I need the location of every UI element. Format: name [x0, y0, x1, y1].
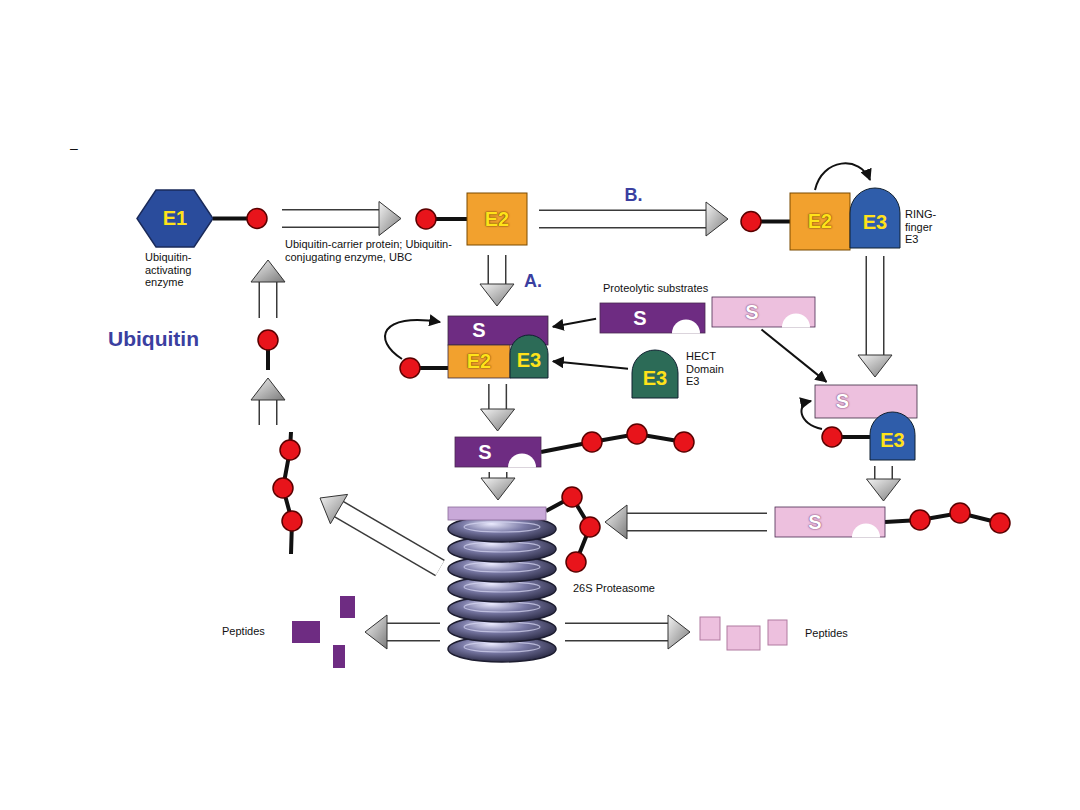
flow-arrow: [481, 472, 515, 500]
transfer-loop: [815, 163, 870, 190]
enzyme-caption: HECT Domain E3: [686, 350, 734, 388]
enzyme-name: E2: [485, 208, 509, 231]
enzyme-box: E2: [740, 193, 850, 250]
enzyme-hexagon-outline: [137, 190, 268, 247]
pathway-letter: B.: [625, 185, 643, 206]
group-caption: Proteolytic substrates: [603, 282, 708, 295]
flow-arrow: [539, 202, 728, 236]
substrate-name: S: [633, 307, 646, 330]
enzyme-name: E2: [467, 350, 491, 373]
enzyme-caption: RING-finger E3: [905, 208, 949, 246]
transfer-loop: [385, 320, 440, 359]
stray-mark: –: [70, 140, 78, 156]
ubiquitin-chain: [273, 432, 302, 554]
flow-arrow: [251, 378, 285, 425]
enzyme-hexagon: E1: [137, 190, 268, 247]
enzyme-name: E3: [643, 367, 667, 390]
flow-arrow: [251, 260, 285, 318]
flow-arrow: [481, 384, 515, 431]
substrate-box-outline: [815, 385, 917, 418]
substrate-box: S: [600, 303, 705, 333]
ubiquitin-molecule: [258, 330, 278, 370]
substrate-box-outline: [712, 297, 815, 327]
product-caption: Peptides: [805, 627, 848, 640]
binding-arrow: [553, 319, 596, 327]
flow-arrow: [858, 256, 892, 377]
enzyme-name: E1: [163, 207, 187, 230]
substrate-box: S: [775, 507, 885, 537]
binding-arrow: [761, 330, 826, 382]
enzyme-caption: Ubiquitin-carrier protein; Ubiquitin-con…: [285, 238, 470, 263]
enzyme-box-outline: [415, 193, 527, 245]
ligase-dome: E3: [870, 412, 915, 460]
ligase-dome: E3: [510, 335, 548, 378]
enzyme-name: E2: [808, 210, 832, 233]
substrate-box: S: [455, 437, 541, 467]
flow-arrow: [282, 202, 401, 236]
enzyme-name: E3: [880, 429, 904, 452]
substrate-name: S: [472, 319, 485, 342]
substrate-box-outline: [775, 507, 885, 537]
substrate-box: S: [712, 297, 815, 327]
component-caption: 26S Proteasome: [573, 582, 655, 594]
flow-arrow: [480, 255, 514, 306]
peptide-fragments: [292, 596, 355, 668]
proteasome-stack-outline: [445, 505, 560, 665]
substrate-name: S: [478, 441, 491, 464]
ubiquitin-chain: [541, 424, 694, 452]
flow-arrow: [365, 615, 440, 649]
substrate-box: S: [815, 385, 917, 418]
flow-arrow: [605, 505, 767, 539]
enzyme-name: E3: [517, 349, 541, 372]
substrate-box-outline: [455, 437, 541, 467]
enzyme-name: E3: [863, 211, 887, 234]
ligase-dome: E3: [632, 350, 678, 398]
enzyme-box-outline: [740, 193, 850, 250]
ligase-dome: E3: [850, 188, 900, 248]
substrate-box-outline: [600, 303, 705, 333]
substrate-name: S: [745, 301, 758, 324]
flow-arrow: [565, 615, 690, 649]
substrate-name: S: [808, 511, 821, 534]
substrate-name: S: [836, 390, 849, 413]
ubiquitin-molecule: [822, 427, 870, 447]
proteasome-stack: 26S Proteasome: [445, 505, 560, 665]
enzyme-box: E2: [415, 193, 527, 245]
flow-arrow: [867, 466, 901, 501]
pathway-letter: A.: [524, 270, 542, 291]
molecule-title: Ubiquitin: [108, 327, 199, 351]
ubiquitin-molecule: [400, 358, 448, 378]
product-caption: Peptides: [222, 625, 265, 638]
flow-arrow: [320, 494, 440, 568]
enzyme-caption: Ubiquitin-activating enzyme: [145, 251, 225, 289]
peptide-fragments: [700, 617, 787, 650]
ubiquitin-chain: [885, 503, 1010, 533]
enzyme-box: E2: [448, 345, 510, 378]
binding-arrow: [553, 361, 628, 369]
